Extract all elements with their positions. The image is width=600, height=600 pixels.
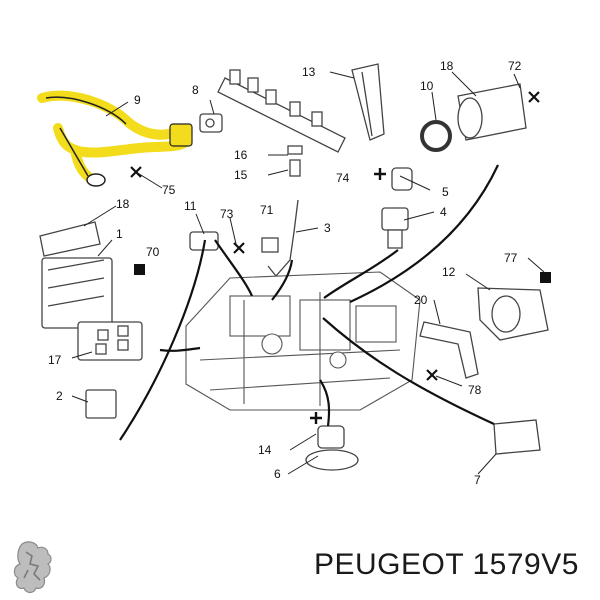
leader-lines xyxy=(119,164,499,441)
label-15: 15 xyxy=(234,168,248,182)
label-13: 13 xyxy=(302,65,316,79)
label-78: 78 xyxy=(468,383,482,397)
label-9: 9 xyxy=(134,93,141,107)
label-8: 8 xyxy=(192,83,199,97)
cross-marker-72 xyxy=(528,91,540,103)
ecu-parts xyxy=(39,221,143,419)
cross-marker-73 xyxy=(233,242,245,254)
cross-markers xyxy=(130,91,540,381)
label-pointers xyxy=(71,71,545,475)
label-3: 3 xyxy=(324,221,331,235)
label-74: 74 xyxy=(336,171,350,185)
label-11: 11 xyxy=(184,199,197,213)
sensor-part-8 xyxy=(199,113,223,133)
injector-part xyxy=(351,63,385,141)
label-17: 17 xyxy=(48,353,62,367)
label-20: 20 xyxy=(414,293,428,307)
label-72: 72 xyxy=(508,59,522,73)
peugeot-lion-logo-icon xyxy=(13,541,52,594)
fuel-rail-part xyxy=(217,69,346,153)
plus-marker-14 xyxy=(310,412,322,424)
brand-name: PEUGEOT xyxy=(314,548,464,581)
label-14: 14 xyxy=(258,443,272,457)
label-6: 6 xyxy=(274,467,281,481)
sensor-parts xyxy=(189,145,303,278)
lower-sensor-parts xyxy=(305,419,541,471)
plus-markers xyxy=(310,168,386,424)
marker-squares xyxy=(134,264,551,283)
label-2: 2 xyxy=(56,389,63,403)
label-71: 71 xyxy=(260,203,274,217)
square-marker-77 xyxy=(540,272,551,283)
part-caption: PEUGEOT 1579V5 xyxy=(314,548,579,582)
cross-marker-78 xyxy=(426,369,438,381)
label-73: 73 xyxy=(220,207,234,221)
part-number: 1579V5 xyxy=(472,548,579,581)
label-19: 18 xyxy=(440,59,454,73)
throttle-parts xyxy=(419,287,549,379)
label-75: 75 xyxy=(162,183,176,197)
label-4: 4 xyxy=(440,205,447,219)
label-18: 18 xyxy=(116,197,130,211)
label-5: 5 xyxy=(442,185,449,199)
label-12: 12 xyxy=(442,265,456,279)
air-flow-meter-part xyxy=(457,83,527,141)
label-70: 70 xyxy=(146,245,160,259)
label-16: 16 xyxy=(234,148,248,162)
square-marker-70 xyxy=(134,264,145,275)
cross-marker-75 xyxy=(130,166,142,178)
label-10: 10 xyxy=(420,79,434,93)
label-1: 1 xyxy=(116,227,123,241)
label-7: 7 xyxy=(474,473,481,487)
engine-bay xyxy=(185,271,421,411)
callout-labels: 9 8 13 10 18 72 16 15 75 74 5 4 18 1 70 … xyxy=(48,59,522,487)
highlighted-hose-part-9 xyxy=(37,90,193,187)
o-ring-part xyxy=(420,120,452,152)
plus-marker-74 xyxy=(374,168,386,180)
label-77: 77 xyxy=(504,251,518,265)
